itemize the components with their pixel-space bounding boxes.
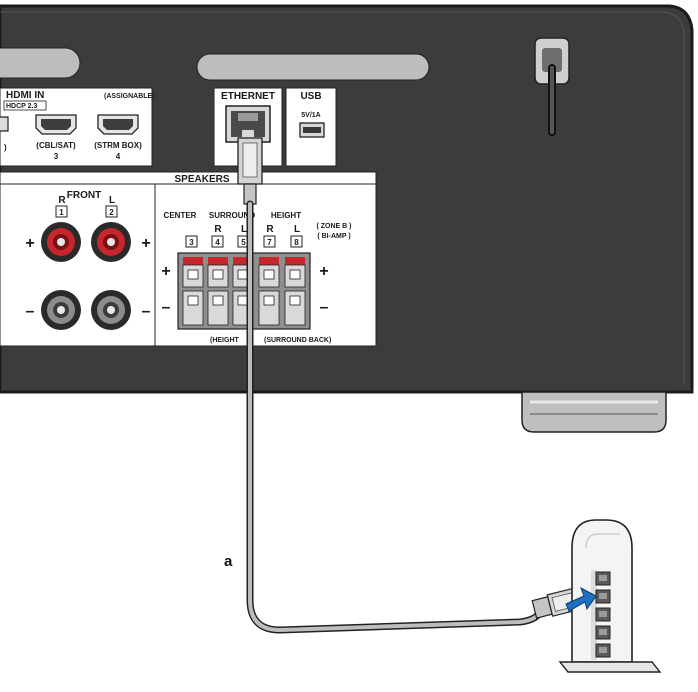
power-inlet: [534, 37, 570, 136]
front-r-plus-terminal[interactable]: [41, 222, 81, 262]
router: [558, 519, 662, 673]
height-r-number: 7: [267, 238, 272, 247]
front-r-minus-terminal[interactable]: [41, 290, 81, 330]
usb-rating: 5V/1A: [301, 112, 320, 119]
connection-arrow-icon: [565, 586, 597, 612]
hdmi-title: HDMI IN: [6, 90, 44, 101]
center-title: CENTER: [164, 211, 197, 220]
front-r-label: R: [58, 195, 66, 206]
speakers-minus-left: –: [162, 299, 171, 316]
cable-label: a: [224, 553, 233, 570]
front-plus-right: +: [141, 235, 150, 252]
hdmi-port-4-label: (STRM BOX): [94, 141, 142, 150]
hdmi-port-4[interactable]: [97, 114, 139, 135]
hdmi-in-section: HDMI IN (ASSIGNABLE) HDCP 2.3 ) (CBL/SAT…: [0, 87, 155, 167]
usb-title: USB: [300, 91, 321, 102]
surround-r-terminal-pair[interactable]: [207, 257, 229, 326]
height-l-terminal-pair[interactable]: [284, 257, 306, 326]
surround-r-label: R: [214, 224, 222, 235]
height-r-terminal-pair[interactable]: [258, 257, 280, 326]
hdmi-port-4-number: 4: [116, 152, 121, 161]
surround-l-label: L: [241, 224, 247, 235]
push-terminal-block: [177, 252, 311, 330]
ethernet-port[interactable]: [225, 105, 271, 143]
front-minus-left: –: [26, 303, 35, 320]
front-minus-right: –: [142, 303, 151, 320]
front-l-plus-terminal[interactable]: [91, 222, 131, 262]
ethernet-cable: [237, 137, 581, 634]
bottom-height-label: (HEIGHT: [210, 337, 240, 344]
center-terminal-pair[interactable]: [182, 257, 204, 326]
height-title: HEIGHT: [271, 211, 301, 220]
hdmi-hdcp: HDCP 2.3: [6, 103, 37, 110]
speakers-section: SPEAKERS FRONT R L 1 2 + + – –: [0, 171, 377, 347]
center-number: 3: [189, 238, 194, 247]
speakers-title: SPEAKERS: [174, 174, 229, 185]
bottom-surround-back-label: (SURROUND BACK): [264, 337, 331, 344]
hdmi-port-left-label: ): [4, 143, 7, 152]
ethernet-title: ETHERNET: [221, 91, 275, 102]
front-plus-left: +: [25, 235, 34, 252]
front-l-minus-terminal[interactable]: [91, 290, 131, 330]
surround-title: SURROUND: [209, 211, 255, 220]
speakers-minus-right: –: [320, 299, 329, 316]
ethernet-section: ETHERNET: [213, 87, 283, 167]
router-wan-port[interactable]: [595, 643, 611, 658]
usb-port[interactable]: [299, 122, 325, 138]
surround-r-number: 4: [215, 238, 220, 247]
router-lan-ports[interactable]: [595, 571, 611, 640]
height-r-label: R: [266, 224, 274, 235]
front-l-number: 2: [109, 208, 114, 217]
speakers-plus-left: +: [161, 263, 170, 280]
hdmi-port-3-number: 3: [54, 152, 59, 161]
receiver-foot: [521, 391, 667, 433]
front-l-label: L: [109, 195, 115, 206]
bi-amp-label: ( BI-AMP ): [317, 233, 350, 240]
speakers-plus-right: +: [319, 263, 328, 280]
hdmi-port-3[interactable]: [35, 114, 77, 135]
zone-b-label: ( ZONE B ): [317, 223, 352, 230]
height-l-label: L: [294, 224, 300, 235]
height-l-number: 8: [294, 238, 299, 247]
usb-section: USB 5V/1A: [285, 87, 337, 167]
hdmi-assignable: (ASSIGNABLE): [104, 93, 155, 100]
surround-l-number: 5: [241, 238, 246, 247]
front-r-number: 1: [59, 208, 64, 217]
hdmi-port-3-label: (CBL/SAT): [36, 141, 76, 150]
front-title: FRONT: [67, 190, 101, 201]
